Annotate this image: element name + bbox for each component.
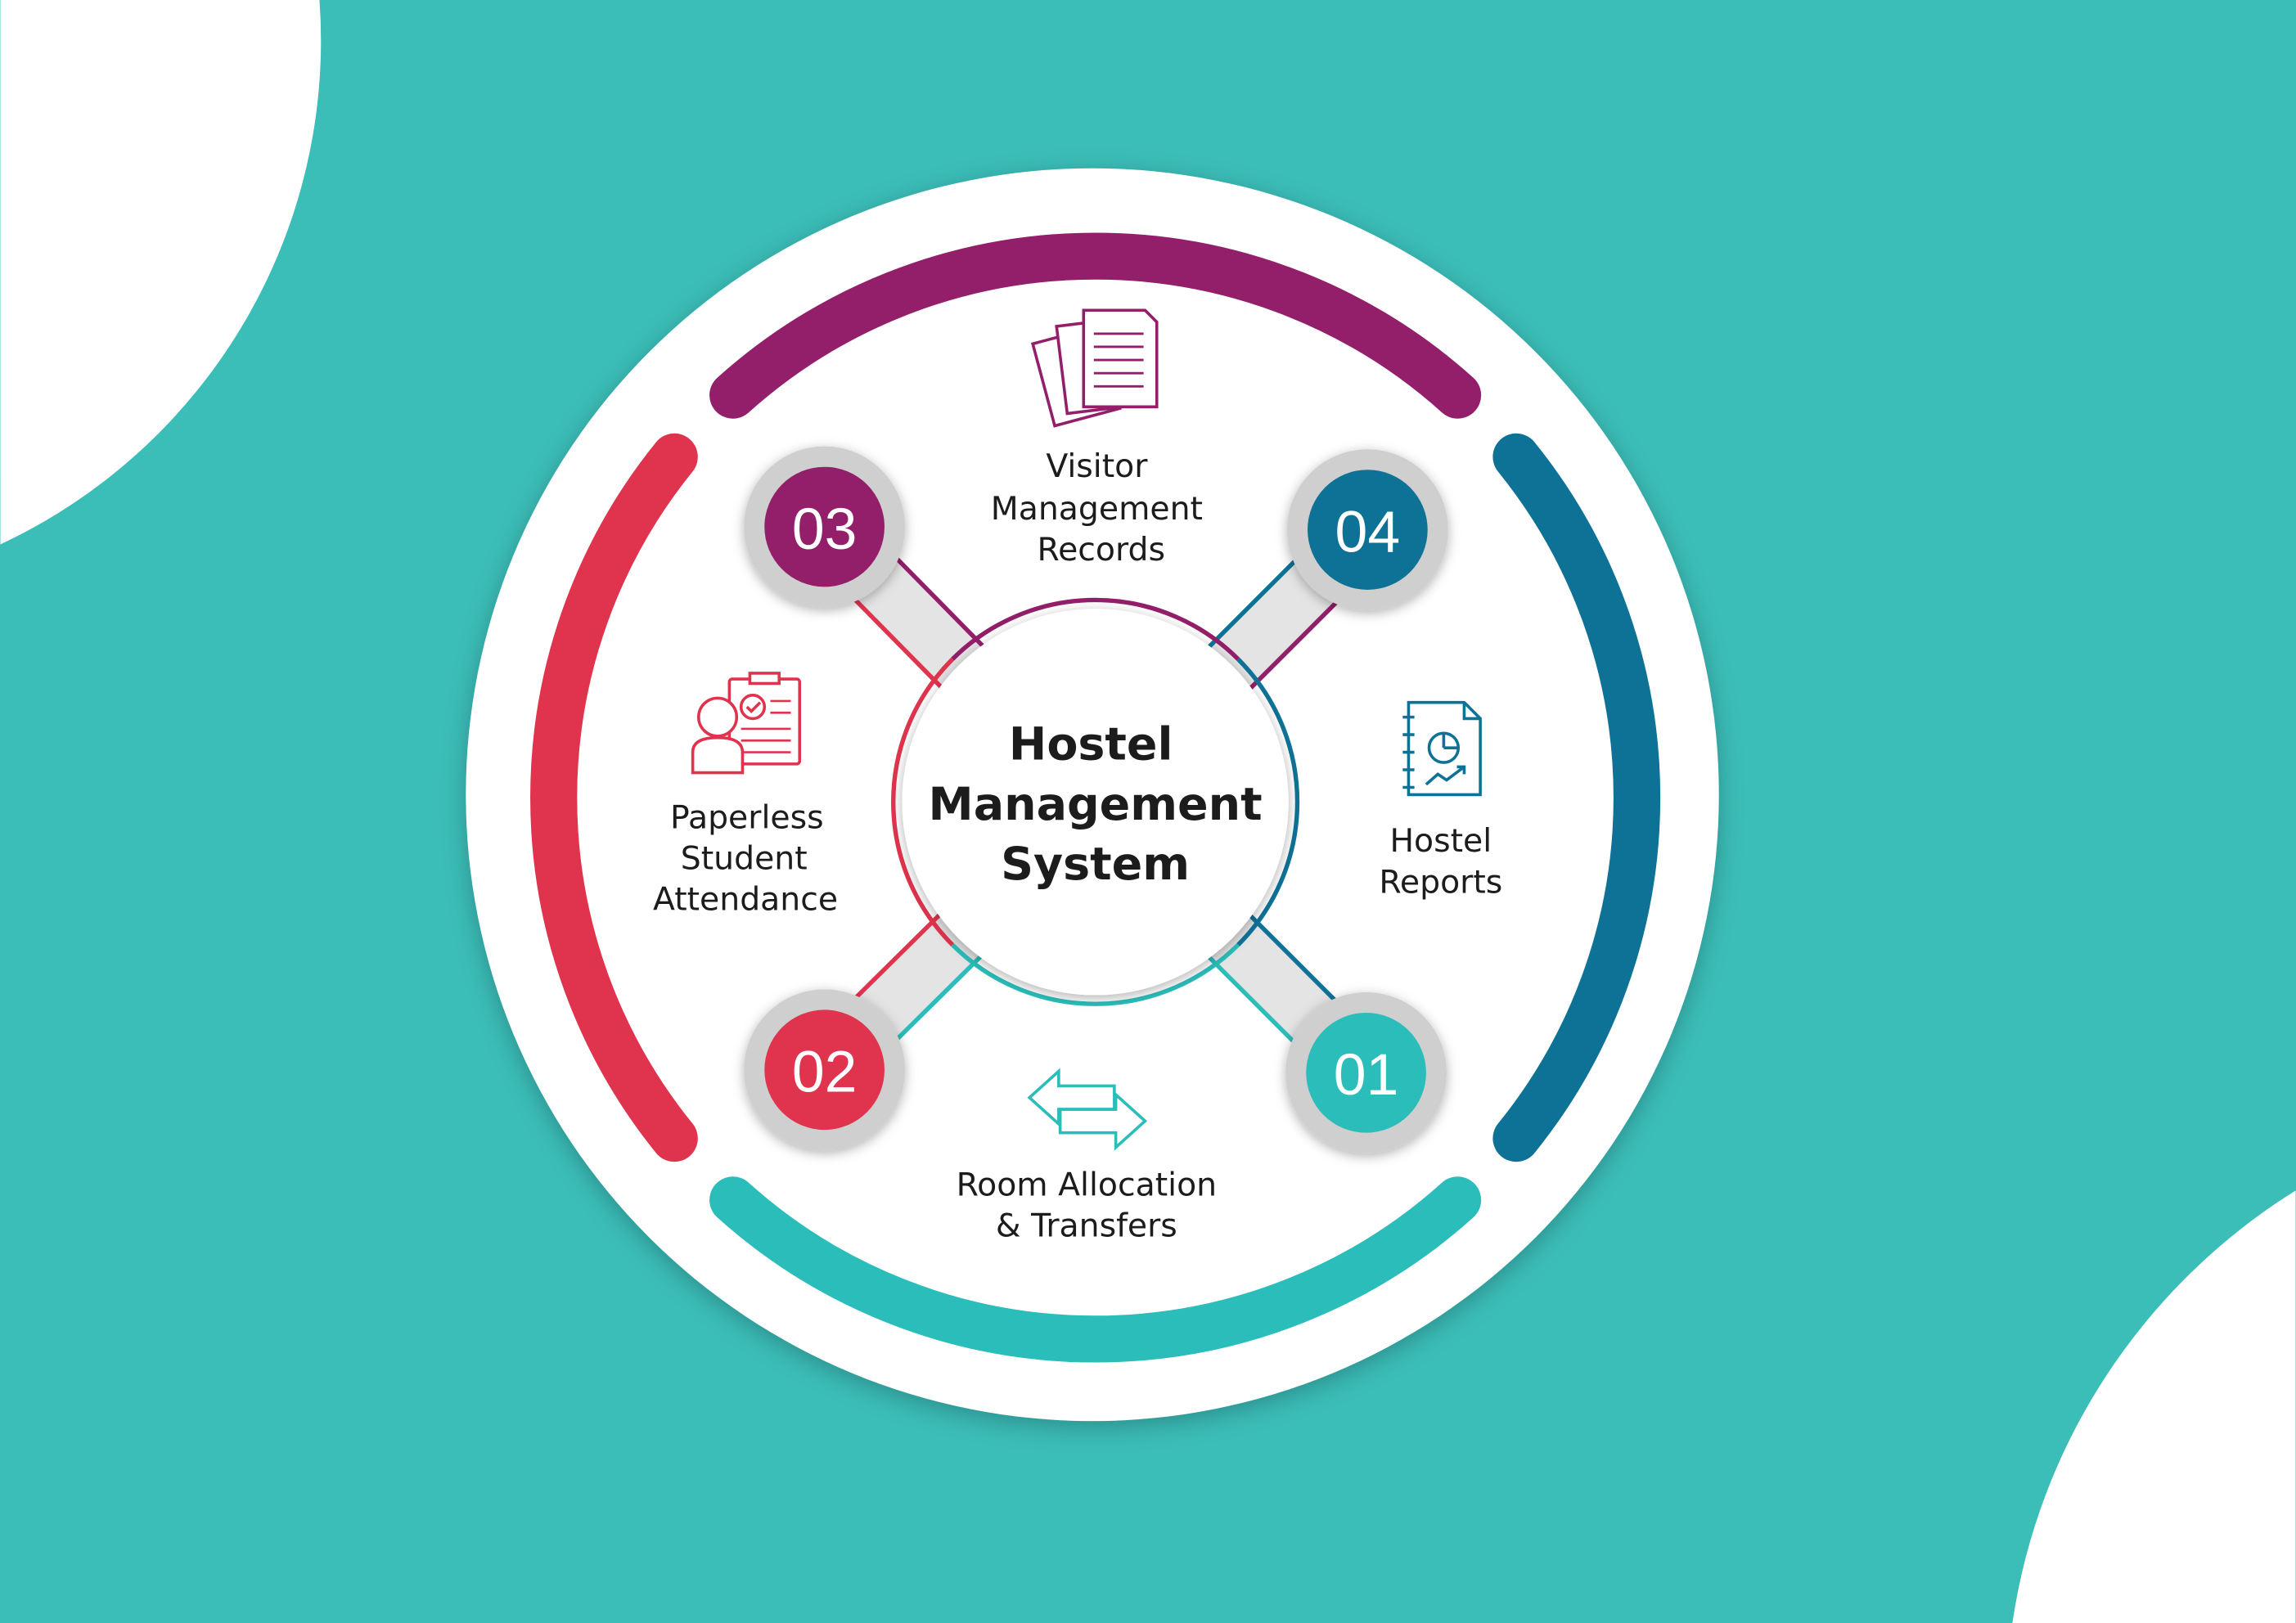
outer-arc-teal bbox=[709, 1176, 1482, 1363]
attendance-clipboard-icon bbox=[691, 672, 802, 775]
badge-01: 01 bbox=[1285, 991, 1447, 1153]
segment-04-line2: Reports bbox=[1379, 863, 1502, 901]
segment-03-line1: Visitor bbox=[1046, 447, 1148, 485]
outer-arc-purple bbox=[709, 232, 1482, 419]
badge-02: 02 bbox=[744, 989, 906, 1151]
badge-04: 04 bbox=[1286, 449, 1448, 611]
corner-blob-bottom-right bbox=[2012, 1190, 2296, 1623]
segment-03-line2: Management bbox=[991, 490, 1203, 528]
documents-icon bbox=[1030, 308, 1159, 428]
inner-arc-teal bbox=[951, 943, 1240, 1006]
segment-02-line1: Paperless bbox=[670, 799, 824, 837]
center-circle bbox=[902, 609, 1289, 996]
inner-arc-red bbox=[891, 657, 954, 946]
transfer-arrows-icon bbox=[1027, 1068, 1148, 1151]
svg-text:03: 03 bbox=[792, 497, 858, 562]
segment-03-line3: Records bbox=[1038, 531, 1165, 569]
segment-04-line1: Hostel bbox=[1389, 822, 1492, 860]
outer-arc-red bbox=[530, 433, 698, 1162]
segment-01-line2: & Transfers bbox=[996, 1207, 1177, 1245]
center-title-line3: System bbox=[1001, 838, 1190, 891]
inner-arc-purple bbox=[951, 597, 1240, 661]
outer-arc-blue bbox=[1492, 433, 1661, 1162]
corner-blob-top-left bbox=[0, 0, 322, 545]
svg-text:01: 01 bbox=[1334, 1042, 1399, 1108]
svg-text:04: 04 bbox=[1335, 499, 1401, 564]
svg-text:02: 02 bbox=[792, 1040, 858, 1105]
badge-03: 03 bbox=[744, 446, 906, 608]
report-notebook-icon bbox=[1402, 700, 1482, 797]
center-title-line2: Management bbox=[929, 779, 1263, 831]
segment-02-line2: Student bbox=[681, 840, 808, 878]
center-title-line1: Hostel bbox=[1009, 718, 1173, 771]
segment-01-line1: Room Allocation bbox=[957, 1167, 1218, 1204]
inner-arc-blue bbox=[1236, 657, 1300, 946]
segment-02-line3: Attendance bbox=[653, 881, 838, 919]
